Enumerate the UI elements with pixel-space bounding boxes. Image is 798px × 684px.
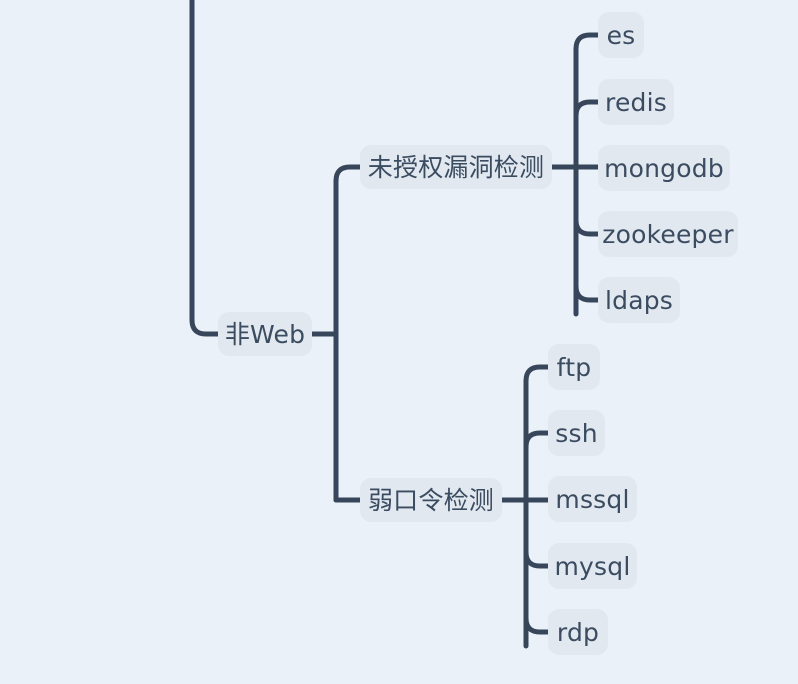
node-label: 弱口令检测 bbox=[367, 485, 494, 515]
node-label: 非Web bbox=[224, 319, 306, 349]
node-label: redis bbox=[605, 87, 667, 117]
node-label: mongodb bbox=[604, 153, 724, 183]
node-label: ldaps bbox=[604, 285, 674, 315]
node-unauthorized-vuln-detection[interactable]: 未授权漏洞检测 bbox=[360, 145, 552, 189]
edge-unauthorized-to-ldaps bbox=[573, 283, 601, 303]
node-label: mssql bbox=[555, 484, 630, 514]
node-label: mysql bbox=[554, 551, 631, 581]
node-label: zookeeper bbox=[602, 219, 734, 249]
node-zookeeper[interactable]: zookeeper bbox=[598, 211, 738, 257]
edge-weakpass-to-rdp bbox=[523, 615, 551, 635]
node-label: rdp bbox=[556, 617, 600, 647]
node-es[interactable]: es bbox=[598, 12, 644, 58]
edge-weakpass-to-mysql bbox=[523, 549, 551, 569]
edge-unauthorized-to-es bbox=[573, 32, 601, 52]
node-ldaps[interactable]: ldaps bbox=[598, 277, 680, 323]
node-mysql[interactable]: mysql bbox=[548, 543, 637, 589]
node-label: ssh bbox=[555, 418, 598, 448]
edge-weakpass-to-ftp bbox=[523, 364, 551, 384]
node-mongodb[interactable]: mongodb bbox=[598, 145, 730, 191]
edge-weakpass-to-ssh bbox=[523, 430, 551, 450]
node-ftp[interactable]: ftp bbox=[548, 344, 600, 390]
node-mssql[interactable]: mssql bbox=[548, 476, 637, 522]
node-label: 未授权漏洞检测 bbox=[367, 152, 545, 182]
node-ssh[interactable]: ssh bbox=[548, 410, 605, 456]
edge-unauthorized-to-redis bbox=[573, 99, 601, 119]
node-root-feiweb[interactable]: 非Web bbox=[218, 312, 312, 356]
node-weak-password-detection[interactable]: 弱口令检测 bbox=[360, 478, 502, 522]
node-redis[interactable]: redis bbox=[598, 79, 674, 125]
node-label: es bbox=[606, 20, 636, 50]
edge-unauthorized-to-zookeeper bbox=[573, 217, 601, 237]
node-rdp[interactable]: rdp bbox=[548, 609, 608, 655]
edge-root-to-unauthorized-detection bbox=[333, 164, 363, 184]
node-label: ftp bbox=[556, 352, 592, 382]
edge-trunk-to-root bbox=[189, 0, 221, 337]
